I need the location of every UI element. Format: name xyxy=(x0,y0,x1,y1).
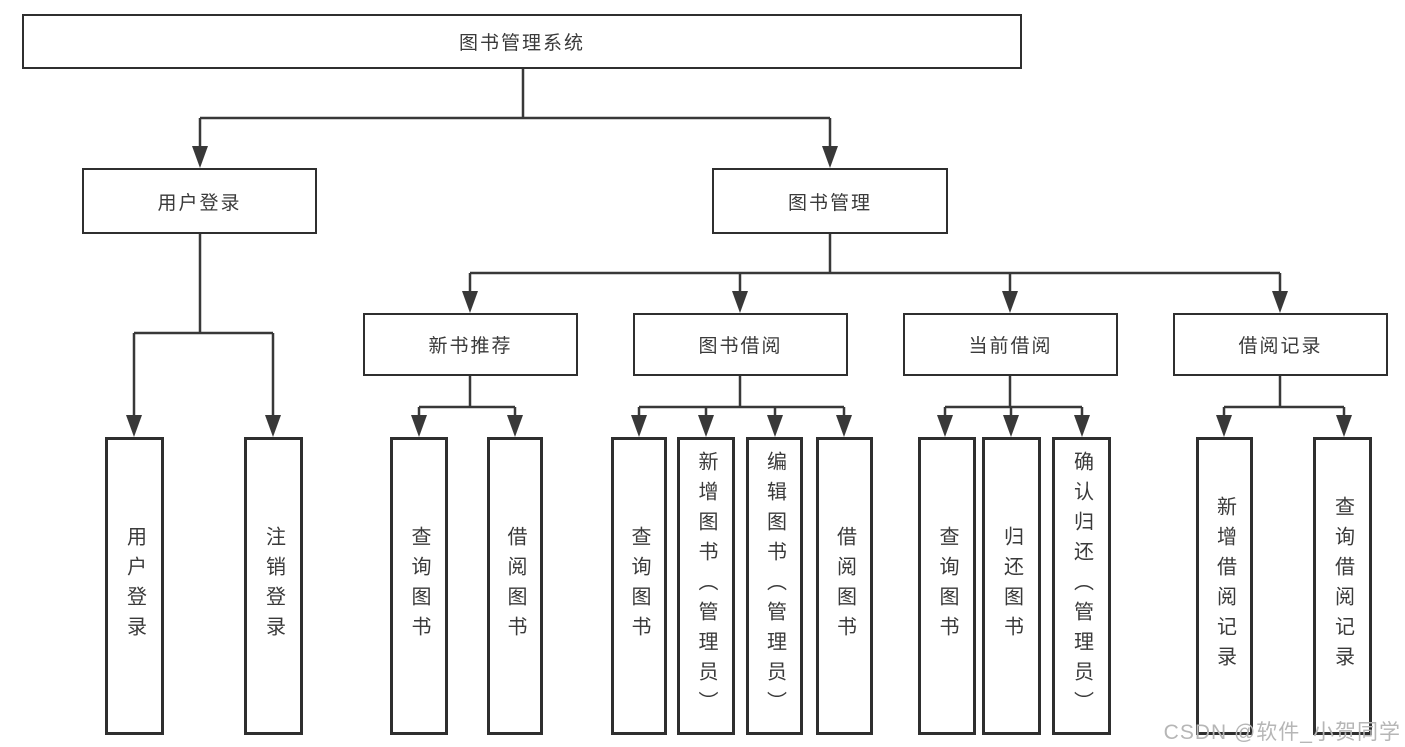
arrow-icon xyxy=(462,291,478,313)
node-user-login: 用户登录 xyxy=(82,168,317,234)
node-borrowing-records: 借阅记录 xyxy=(1173,313,1388,376)
leaf-label: 归还图书 xyxy=(1000,526,1023,646)
arrow-icon xyxy=(1074,415,1090,437)
leaf-label: 查询图书 xyxy=(628,526,650,646)
leaf-edit-book-admin: 编辑图书（管理员） xyxy=(746,437,803,735)
node-new-book-recommend: 新书推荐 xyxy=(363,313,578,376)
leaf-return-book: 归还图书 xyxy=(982,437,1041,735)
leaf-label: 新增借阅记录 xyxy=(1213,496,1236,676)
node-book-management: 图书管理 xyxy=(712,168,948,234)
leaf-borrow-book-recommend: 借阅图书 xyxy=(487,437,543,735)
arrow-icon xyxy=(1336,415,1352,437)
leaf-label: 确认归还（管理员） xyxy=(1070,451,1093,721)
leaf-label: 查询图书 xyxy=(936,526,958,646)
arrow-icon xyxy=(1003,415,1019,437)
leaf-label: 编辑图书（管理员） xyxy=(763,451,786,721)
leaf-label: 用户登录 xyxy=(123,526,146,646)
leaf-add-book-admin: 新增图书（管理员） xyxy=(677,437,735,735)
leaf-logout-login: 注销登录 xyxy=(244,437,303,735)
arrow-icon xyxy=(1002,291,1018,313)
leaf-borrow-book: 借阅图书 xyxy=(816,437,873,735)
leaf-query-book-borrowing: 查询图书 xyxy=(611,437,667,735)
arrow-icon xyxy=(192,146,208,168)
leaf-query-borrow-record: 查询借阅记录 xyxy=(1313,437,1372,735)
arrow-icon xyxy=(1216,415,1232,437)
node-current-borrowing: 当前借阅 xyxy=(903,313,1118,376)
arrow-icon xyxy=(265,415,281,437)
leaf-label: 注销登录 xyxy=(262,526,285,646)
leaf-label: 查询借阅记录 xyxy=(1331,496,1354,676)
leaf-query-book-current: 查询图书 xyxy=(918,437,976,735)
arrow-icon xyxy=(411,415,427,437)
leaf-label: 新增图书（管理员） xyxy=(695,451,717,721)
arrow-icon xyxy=(126,415,142,437)
leaf-confirm-return-admin: 确认归还（管理员） xyxy=(1052,437,1111,735)
csdn-watermark: CSDN @软件_小贺同学 xyxy=(1163,721,1401,744)
arrow-icon xyxy=(1272,291,1288,313)
arrow-icon xyxy=(822,146,838,168)
arrow-icon xyxy=(836,415,852,437)
leaf-label: 查询图书 xyxy=(408,526,430,646)
leaf-add-borrow-record: 新增借阅记录 xyxy=(1196,437,1253,735)
leaf-label: 借阅图书 xyxy=(504,526,526,646)
node-root: 图书管理系统 xyxy=(22,14,1022,69)
leaf-query-book-recommend: 查询图书 xyxy=(390,437,448,735)
arrow-icon xyxy=(767,415,783,437)
leaf-label: 借阅图书 xyxy=(833,526,856,646)
leaf-user-login: 用户登录 xyxy=(105,437,164,735)
arrow-icon xyxy=(937,415,953,437)
arrow-icon xyxy=(507,415,523,437)
arrow-icon xyxy=(732,291,748,313)
node-book-borrowing: 图书借阅 xyxy=(633,313,848,376)
arrow-icon xyxy=(698,415,714,437)
arrow-icon xyxy=(631,415,647,437)
